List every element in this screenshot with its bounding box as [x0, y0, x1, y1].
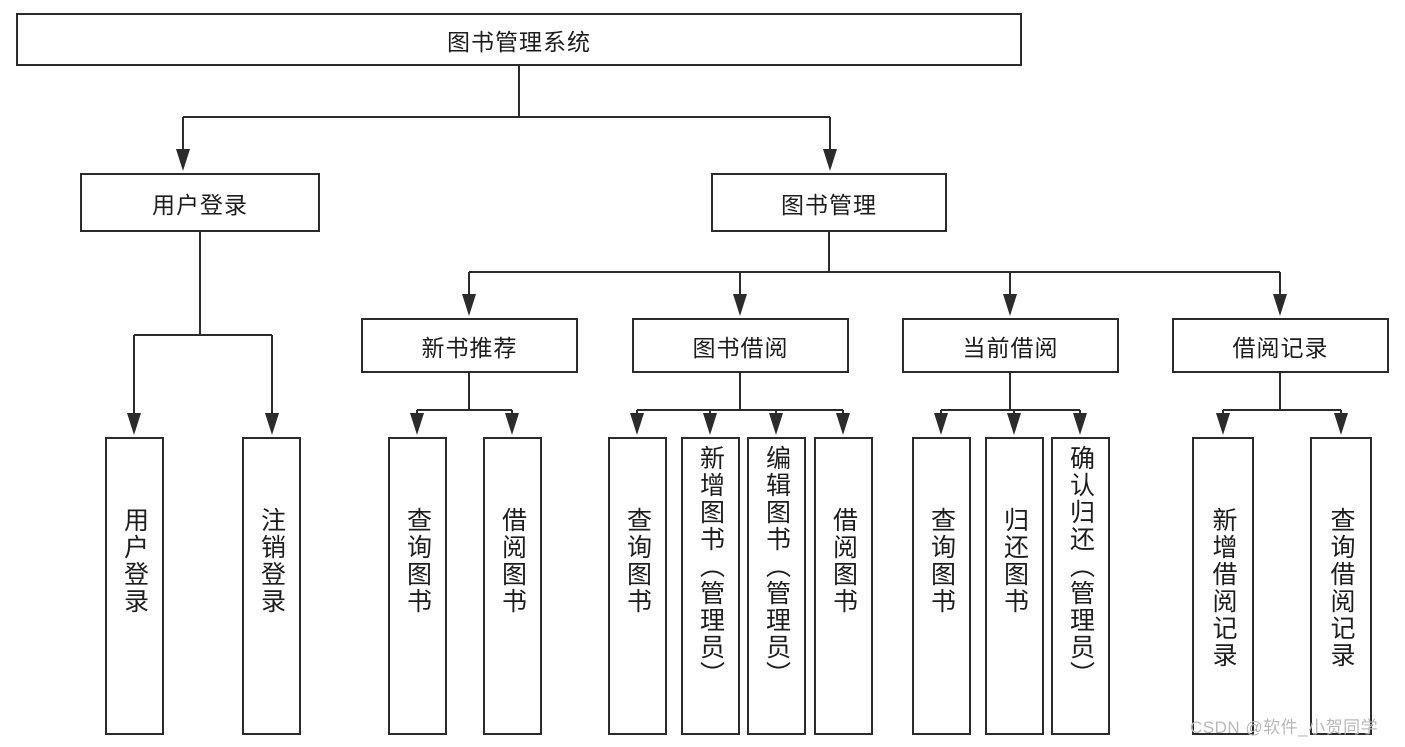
- node-leaf-user-login[interactable]: 用户登录: [105, 437, 164, 735]
- connector-lines: [127, 66, 1348, 435]
- node-book-borrow[interactable]: 图书借阅: [632, 318, 849, 373]
- node-leaf-borrow-book-1-label: 借阅图书: [498, 507, 527, 615]
- watermark-text: CSDN @软件_小贺同学: [1190, 718, 1379, 737]
- node-leaf-user-logout[interactable]: 注销登录: [242, 437, 301, 735]
- node-leaf-edit-book-label: 编辑图书（管理员）: [762, 445, 791, 688]
- node-leaf-query-book-2-label: 查询图书: [623, 507, 652, 615]
- node-user-login-label: 用户登录: [152, 191, 248, 218]
- node-leaf-query-book-3-label: 查询图书: [927, 507, 956, 615]
- node-leaf-return-book[interactable]: 归还图书: [985, 437, 1044, 735]
- node-new-book-recommend-label: 新书推荐: [421, 334, 518, 361]
- node-new-book-recommend[interactable]: 新书推荐: [361, 318, 578, 373]
- node-current-borrow-label: 当前借阅: [962, 334, 1059, 361]
- node-user-login[interactable]: 用户登录: [80, 173, 320, 232]
- node-book-manage-label: 图书管理: [781, 191, 877, 218]
- node-current-borrow[interactable]: 当前借阅: [902, 318, 1119, 373]
- node-leaf-borrow-book-1[interactable]: 借阅图书: [483, 437, 542, 735]
- node-book-manage[interactable]: 图书管理: [711, 173, 947, 232]
- node-leaf-user-login-label: 用户登录: [120, 507, 149, 615]
- node-leaf-add-record-label: 新增借阅记录: [1209, 507, 1237, 669]
- node-book-borrow-label: 图书借阅: [692, 334, 789, 361]
- node-leaf-edit-book[interactable]: 编辑图书（管理员）: [747, 437, 806, 735]
- node-leaf-user-logout-label: 注销登录: [257, 507, 286, 615]
- node-root-label: 图书管理系统: [447, 28, 591, 55]
- node-borrow-record[interactable]: 借阅记录: [1172, 318, 1389, 373]
- node-leaf-query-record[interactable]: 查询借阅记录: [1310, 437, 1372, 735]
- node-borrow-record-label: 借阅记录: [1232, 334, 1329, 361]
- node-leaf-query-book-1-label: 查询图书: [403, 507, 432, 615]
- node-leaf-return-book-label: 归还图书: [1000, 507, 1029, 615]
- node-leaf-add-book-label: 新增图书（管理员）: [696, 445, 725, 688]
- node-leaf-query-book-2[interactable]: 查询图书: [608, 437, 667, 735]
- node-leaf-add-book[interactable]: 新增图书（管理员）: [681, 437, 740, 735]
- node-leaf-query-book-1[interactable]: 查询图书: [388, 437, 447, 735]
- node-root-system[interactable]: 图书管理系统: [16, 13, 1022, 66]
- node-leaf-confirm-return-label: 确认归还（管理员）: [1066, 445, 1095, 688]
- node-leaf-query-book-3[interactable]: 查询图书: [912, 437, 971, 735]
- node-leaf-confirm-return[interactable]: 确认归还（管理员）: [1051, 437, 1110, 735]
- node-leaf-borrow-book-2[interactable]: 借阅图书: [814, 437, 873, 735]
- node-leaf-add-record[interactable]: 新增借阅记录: [1192, 437, 1254, 735]
- node-leaf-borrow-book-2-label: 借阅图书: [829, 507, 858, 615]
- node-leaf-query-record-label: 查询借阅记录: [1327, 507, 1355, 669]
